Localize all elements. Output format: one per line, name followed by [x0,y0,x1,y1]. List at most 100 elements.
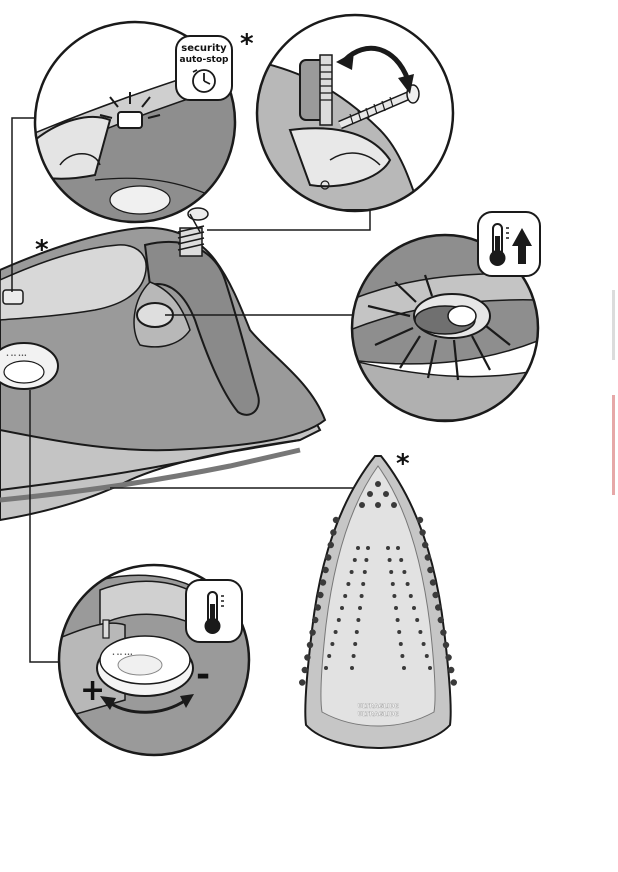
steam-hole [327,654,331,658]
steam-hole [443,642,449,648]
steam-hole [324,666,328,670]
steam-hole [367,491,373,497]
steam-hole [386,546,390,550]
steam-hole [304,654,310,660]
page-edge-marks [612,290,615,495]
steam-hole [425,554,431,560]
steam-hole [418,630,422,634]
steam-hole [425,654,429,658]
steam-hole [364,558,368,562]
steam-hole [361,582,365,586]
steam-hole [435,604,441,610]
steam-hole [340,606,344,610]
soleplate-brand-2: ULTRAGLIDE [357,711,398,718]
steam-hole [388,558,392,562]
steam-hole [440,629,446,635]
increase-mark: + [80,673,105,708]
callout-anti-calc [250,10,460,220]
steam-hole [343,594,347,598]
steam-hole [383,491,389,497]
steam-hole [355,630,359,634]
steam-hole [334,630,338,634]
steam-hole [389,570,393,574]
steam-hole [422,642,426,646]
steam-hole [438,617,444,623]
steam-hole [406,582,410,586]
steam-hole [391,502,397,508]
steam-hole [391,582,395,586]
callout-auto-stop: security auto-stop * [30,20,254,230]
steam-hole [330,529,336,535]
steam-hole [352,654,356,658]
steam-hole [375,481,381,487]
steam-hole [333,517,339,523]
steam-hole [432,592,438,598]
steam-hole [317,592,323,598]
steam-hole [417,517,423,523]
thermometer-badge [186,580,242,642]
steam-hole [322,567,328,573]
steam-hole [309,629,315,635]
steam-hole [397,630,401,634]
steam-hole [356,546,360,550]
steam-hole [428,666,432,670]
steam-hole [337,618,341,622]
iron-main-body: • •• ••• [0,208,325,520]
steam-hole [409,594,413,598]
steam-hole [328,542,334,548]
steam-hole [422,542,428,548]
steam-hole [312,617,318,623]
steam-hole [360,594,364,598]
asterisk-marker: * [240,29,254,59]
steam-hole [299,679,305,685]
steam-hole [399,558,403,562]
asterisk-marker: * [35,235,49,265]
steam-hole [419,529,425,535]
decrease-mark: - [196,655,210,695]
temperature-dial: • •• ••• [0,343,58,389]
steam-hole [353,642,357,646]
steam-hole [445,654,451,660]
steam-hole [302,667,308,673]
steam-hole [350,666,354,670]
steam-hole [399,642,403,646]
steam-hole [330,642,334,646]
steam-hole [315,604,321,610]
asterisk-marker: * [396,449,410,479]
steam-hole [392,594,396,598]
steam-hole [350,570,354,574]
thermometer-up-badge [478,212,540,276]
steam-hole [307,642,313,648]
steam-hole [402,570,406,574]
steam-hole [396,546,400,550]
steam-hole [346,582,350,586]
steam-hole [359,502,365,508]
steam-hole [400,654,404,658]
steam-hole [353,558,357,562]
steam-hole [412,606,416,610]
steam-hole [375,502,381,508]
steam-hole [394,606,398,610]
steam-hole [366,546,370,550]
steam-hole [448,667,454,673]
callout-thermostat: • •• ••• + - [55,560,260,760]
auto-stop-label: auto-stop [180,55,230,65]
steam-hole [363,570,367,574]
security-label: security [181,43,227,54]
auto-stop-badge: security auto-stop [176,36,232,100]
steam-hole [396,618,400,622]
steam-hole [451,679,457,685]
steam-hole [320,579,326,585]
steam-hole [430,579,436,585]
svg-text:• •• •••: • •• ••• [6,353,27,359]
steam-hole [358,606,362,610]
steam-hole [356,618,360,622]
steam-hole [415,618,419,622]
steam-hole [402,666,406,670]
soleplate-brand-1: ULTRAGLIDE [357,703,398,710]
callout-temperature-light [350,212,540,421]
steam-hole [427,567,433,573]
steam-hole [325,554,331,560]
